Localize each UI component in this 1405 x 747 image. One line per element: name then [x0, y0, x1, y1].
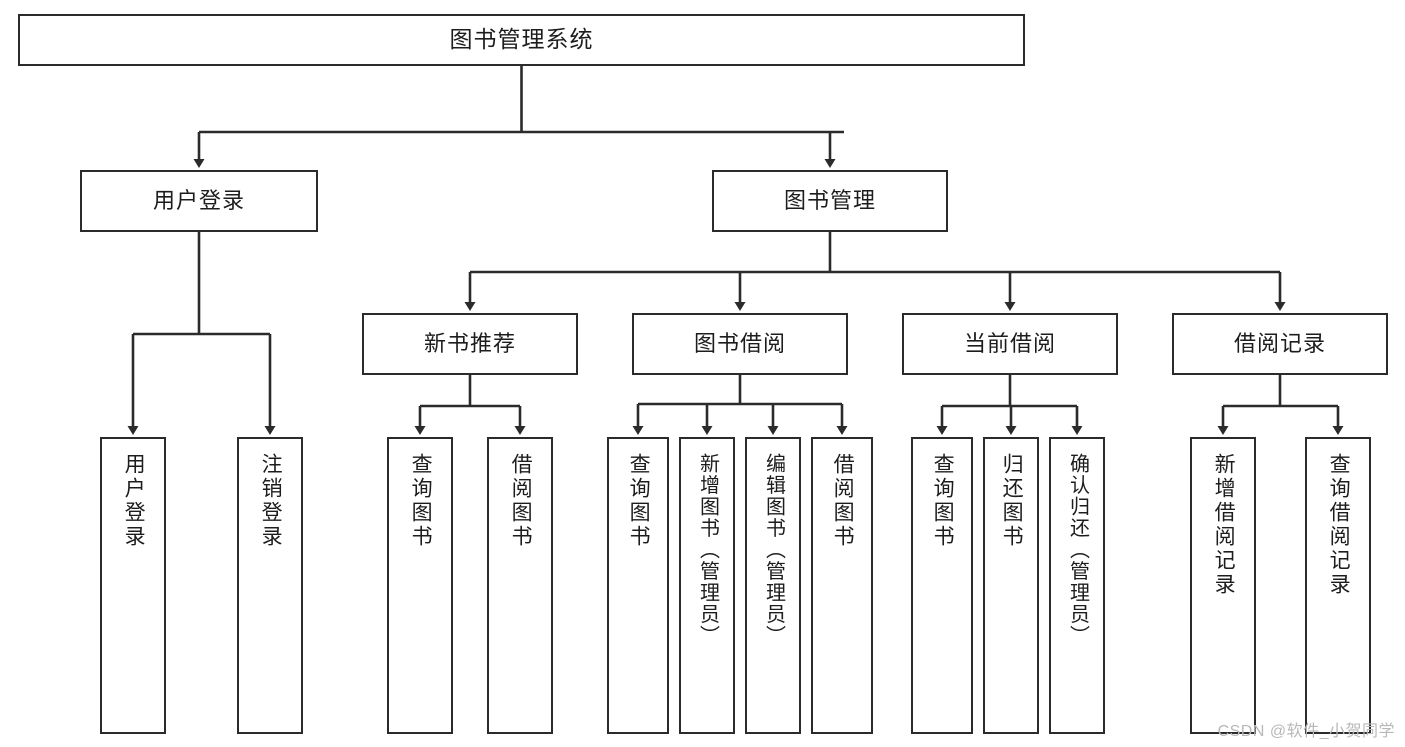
node-label: 用户登录 — [122, 453, 146, 549]
node-label: 借阅图书 — [509, 453, 533, 549]
node-user-login[interactable]: 用户登录 — [80, 170, 318, 232]
node-label: 图书借阅 — [693, 330, 786, 356]
node-label: 用户登录 — [152, 187, 245, 213]
node-label: 图书管理 — [783, 187, 876, 213]
node-book-management[interactable]: 图书管理 — [712, 170, 948, 232]
leaf-confirm-return-admin[interactable]: 确认归还（管理员） — [1049, 437, 1105, 734]
node-label: 编辑图书（管理员） — [762, 453, 785, 647]
node-label: 注销登录 — [259, 453, 283, 549]
leaf-borrow-book-from-recommendation[interactable]: 借阅图书 — [487, 437, 553, 734]
leaf-user-login[interactable]: 用户登录 — [100, 437, 166, 734]
leaf-query-borrowing-record[interactable]: 查询借阅记录 — [1305, 437, 1371, 734]
node-borrowing-record[interactable]: 借阅记录 — [1172, 313, 1388, 375]
node-label: 图书管理系统 — [449, 26, 594, 53]
node-label: 借阅图书 — [831, 453, 855, 549]
leaf-query-book-from-borrowing[interactable]: 查询图书 — [607, 437, 669, 734]
node-label: 新增图书（管理员） — [696, 453, 719, 647]
leaf-query-book-from-recommendation[interactable]: 查询图书 — [387, 437, 453, 734]
node-label: 查询借阅记录 — [1327, 453, 1351, 597]
node-label: 归还图书 — [1000, 453, 1024, 549]
node-label: 当前借阅 — [963, 330, 1056, 356]
node-book-borrowing[interactable]: 图书借阅 — [632, 313, 848, 375]
csdn-watermark: CSDN @软件_小贺同学 — [1217, 723, 1395, 740]
leaf-query-book-from-current[interactable]: 查询图书 — [911, 437, 973, 734]
leaf-borrow-book-from-borrowing[interactable]: 借阅图书 — [811, 437, 873, 734]
leaf-add-book-admin[interactable]: 新增图书（管理员） — [679, 437, 735, 734]
node-label: 查询图书 — [409, 453, 433, 549]
node-label: 借阅记录 — [1233, 330, 1326, 356]
leaf-add-borrowing-record[interactable]: 新增借阅记录 — [1190, 437, 1256, 734]
node-label: 确认归还（管理员） — [1066, 453, 1089, 647]
leaf-edit-book-admin[interactable]: 编辑图书（管理员） — [745, 437, 801, 734]
node-label: 查询图书 — [931, 453, 955, 549]
leaf-return-book[interactable]: 归还图书 — [983, 437, 1039, 734]
node-label: 新增借阅记录 — [1212, 453, 1236, 597]
node-new-book-recommendation[interactable]: 新书推荐 — [362, 313, 578, 375]
node-current-borrowing[interactable]: 当前借阅 — [902, 313, 1118, 375]
node-label: 查询图书 — [627, 453, 651, 549]
node-label: 新书推荐 — [423, 330, 516, 356]
node-root-book-management-system[interactable]: 图书管理系统 — [18, 14, 1025, 66]
leaf-user-logout[interactable]: 注销登录 — [237, 437, 303, 734]
